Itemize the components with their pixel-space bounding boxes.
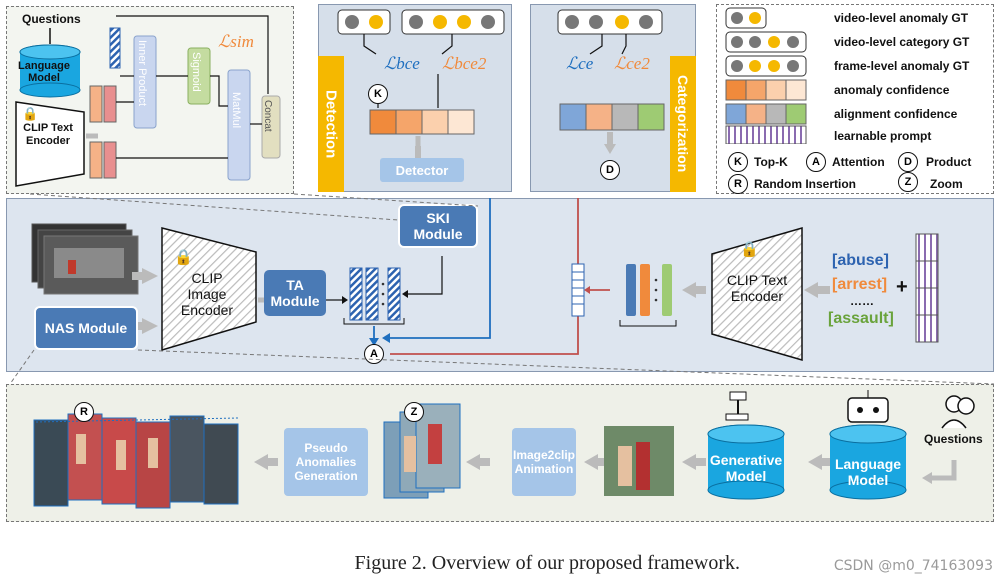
legend-random-label: Random Insertion: [754, 177, 857, 191]
legend-item-1: video-level category GT: [834, 35, 970, 49]
legend-item-5: learnable prompt: [834, 129, 932, 143]
nas-module-box: NAS Module: [34, 306, 138, 350]
random-insertion-icon: R: [74, 402, 94, 422]
legend-swatches: [725, 7, 807, 144]
nas-shapes: [33, 390, 975, 509]
legend-attention-icon: A: [806, 152, 826, 172]
ta-module-box: TA Module: [264, 270, 326, 316]
l-sim-label: ℒsim: [218, 32, 254, 51]
zoom-icon: Z: [404, 402, 424, 422]
prompt-arrest: [arrest]: [832, 276, 888, 293]
clip-image-encoder-label: CLIP Image Encoder: [180, 270, 234, 318]
legend-topk-icon: K: [728, 152, 748, 172]
topk-icon: K: [368, 84, 388, 104]
l-ce2-label: ℒce2: [614, 54, 650, 73]
ski-module-box: SKI Module: [398, 204, 478, 248]
l-bce-label: ℒbce: [384, 54, 420, 73]
matmul-label: MatMul: [230, 92, 242, 129]
ski-module-label: SKI Module: [413, 210, 463, 242]
language-model-label: Language Model: [834, 456, 902, 488]
ski-questions-label: Questions: [22, 12, 81, 26]
legend-product-icon: D: [898, 152, 918, 172]
prompt-dots: ……: [850, 294, 874, 308]
clip-text-encoder-label: CLIP Text Encoder: [726, 272, 788, 304]
figure-caption: Figure 2. Overview of our proposed frame…: [354, 552, 740, 574]
legend-item-2: frame-level anomaly GT: [834, 59, 970, 73]
prompt-assault: [assault]: [828, 310, 894, 327]
legend-item-0: video-level anomaly GT: [834, 11, 969, 25]
detector-label: Detector: [395, 162, 449, 178]
sigmoid-label: Sigmoid: [190, 52, 202, 92]
ski-clip-text-encoder-label: CLIP Text Encoder: [23, 122, 73, 147]
categorization-shapes: [557, 9, 665, 154]
product-icon: D: [600, 160, 620, 180]
legend-product-label: Product: [926, 155, 972, 169]
main-shapes: [31, 198, 939, 361]
detector-box: Detector: [380, 158, 464, 182]
ski-language-model-label: Language Model: [18, 60, 70, 84]
inner-product-label: Inner Product: [136, 40, 148, 107]
legend-zoom-label: Zoom: [930, 177, 963, 191]
nas-module-label: NAS Module: [44, 320, 128, 336]
l-bce2-label: ℒbce2: [442, 54, 487, 73]
watermark: CSDN @m0_74163093: [833, 558, 993, 574]
legend-item-3: anomaly confidence: [834, 83, 950, 97]
categorization-title: Categorization: [675, 75, 691, 173]
leader-lines: [9, 193, 995, 385]
legend-random-icon: R: [728, 174, 748, 194]
legend-attention-label: Attention: [832, 155, 885, 169]
categorization-title-bar: Categorization: [670, 56, 696, 192]
legend-topk-label: Top-K: [754, 155, 788, 169]
image2clip-box: Image2clip Animation: [512, 428, 576, 496]
nas-questions-label: Questions: [924, 432, 983, 446]
lock-icon: 🔒: [740, 241, 759, 258]
lock-icon: 🔒: [174, 249, 193, 266]
concat-label: Concat: [262, 100, 273, 132]
ta-module-label: TA Module: [270, 277, 320, 309]
detection-title-bar: Detection: [318, 56, 344, 192]
legend-item-4: alignment confidence: [834, 107, 958, 121]
prompt-plus: +: [896, 276, 908, 298]
generative-model-label: Generative Model: [709, 452, 783, 484]
detection-title: Detection: [322, 89, 340, 159]
l-ce-label: ℒce: [566, 54, 594, 73]
legend-zoom-icon: Z: [898, 172, 918, 192]
pseudo-anomalies-box: Pseudo Anomalies Generation: [284, 428, 368, 496]
detection-shapes: [337, 9, 505, 164]
prompt-abuse: [abuse]: [832, 252, 889, 269]
image2clip-label: Image2clip Animation: [512, 448, 576, 476]
lock-icon: 🔒: [22, 106, 39, 121]
ski-detail-shapes: [15, 15, 281, 187]
pseudo-anomalies-label: Pseudo Anomalies Generation: [294, 441, 358, 483]
